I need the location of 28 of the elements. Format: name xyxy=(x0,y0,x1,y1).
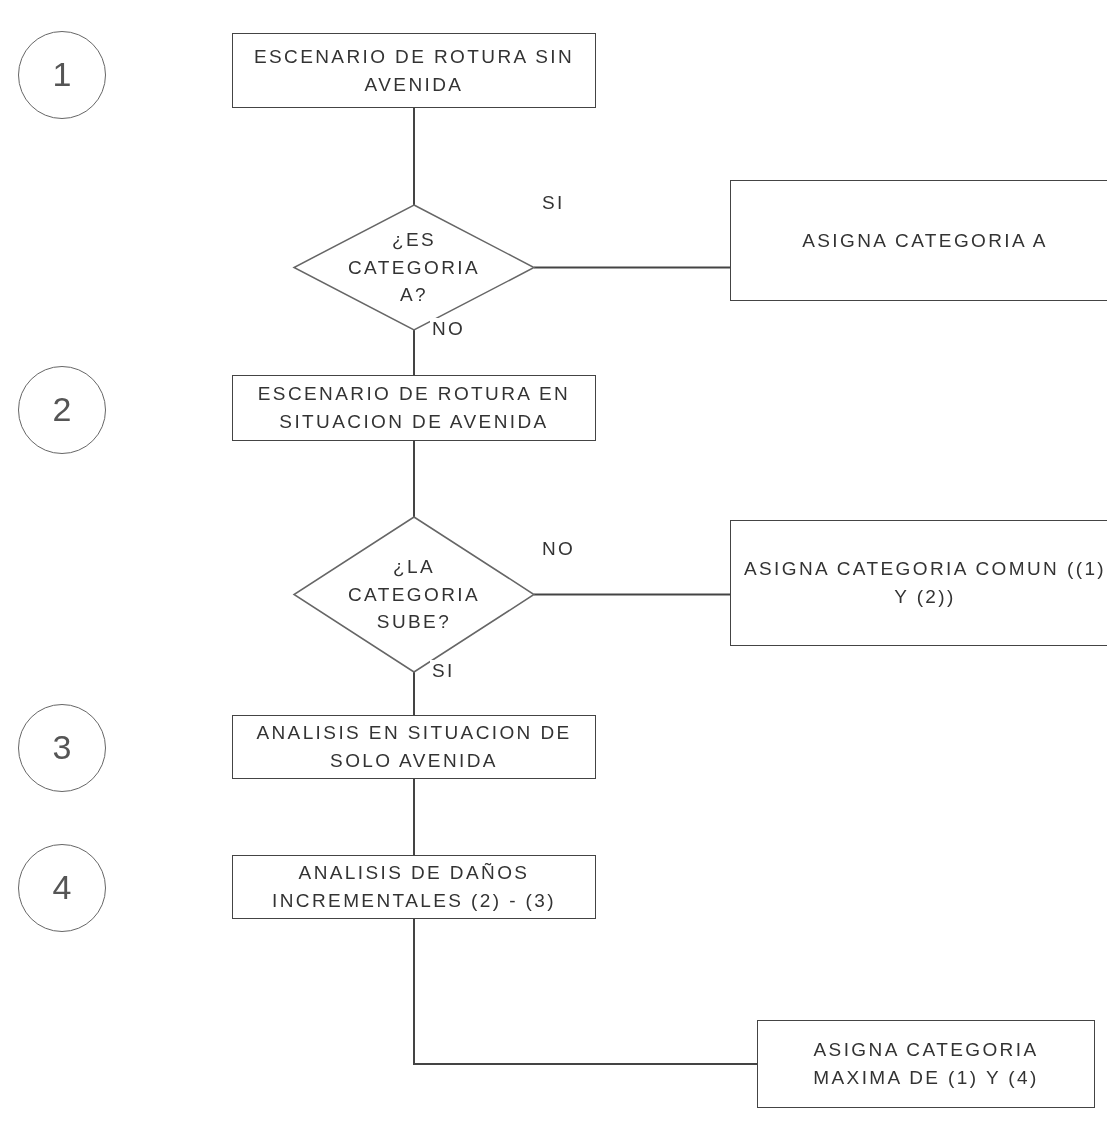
process-box xyxy=(232,855,596,919)
step-number: 4 xyxy=(51,867,73,909)
process-box xyxy=(232,33,596,108)
step-number: 3 xyxy=(51,727,73,769)
process-box xyxy=(232,375,596,441)
node-label: ASIGNA CATEGORIA MAXIMA DE (1) Y (4) xyxy=(812,1038,1040,1090)
connector-line xyxy=(413,671,415,716)
process-box xyxy=(730,180,1107,301)
process-box xyxy=(757,1020,1095,1108)
node-label: ANALISIS DE DAÑOS INCREMENTALES (2) - (3) xyxy=(271,861,557,913)
node-label: ¿ES CATEGORIA A? xyxy=(346,228,482,308)
node-label: ANALISIS EN SITUACION DE SOLO AVENIDA xyxy=(255,721,573,773)
connector-line xyxy=(533,593,731,596)
step-number: 1 xyxy=(51,54,73,96)
connector-line xyxy=(413,918,758,1065)
node-label: ESCENARIO DE ROTURA SIN AVENIDA xyxy=(252,44,576,97)
connector-line xyxy=(413,778,415,856)
connector-line xyxy=(413,107,415,206)
connector-line xyxy=(413,329,415,376)
node-label: ESCENARIO DE ROTURA EN SITUACION DE AVENIDA xyxy=(256,382,572,434)
process-box xyxy=(730,520,1107,646)
connector-line xyxy=(533,266,731,269)
node-label: ¿LA CATEGORIA SUBE? xyxy=(346,555,482,635)
node-label: ASIGNA CATEGORIA COMUN ((1) Y (2)) xyxy=(742,557,1107,609)
connector-line xyxy=(413,440,415,518)
step-number: 2 xyxy=(51,389,73,431)
node-label: ASIGNA CATEGORIA A xyxy=(801,228,1049,253)
process-box xyxy=(232,715,596,779)
